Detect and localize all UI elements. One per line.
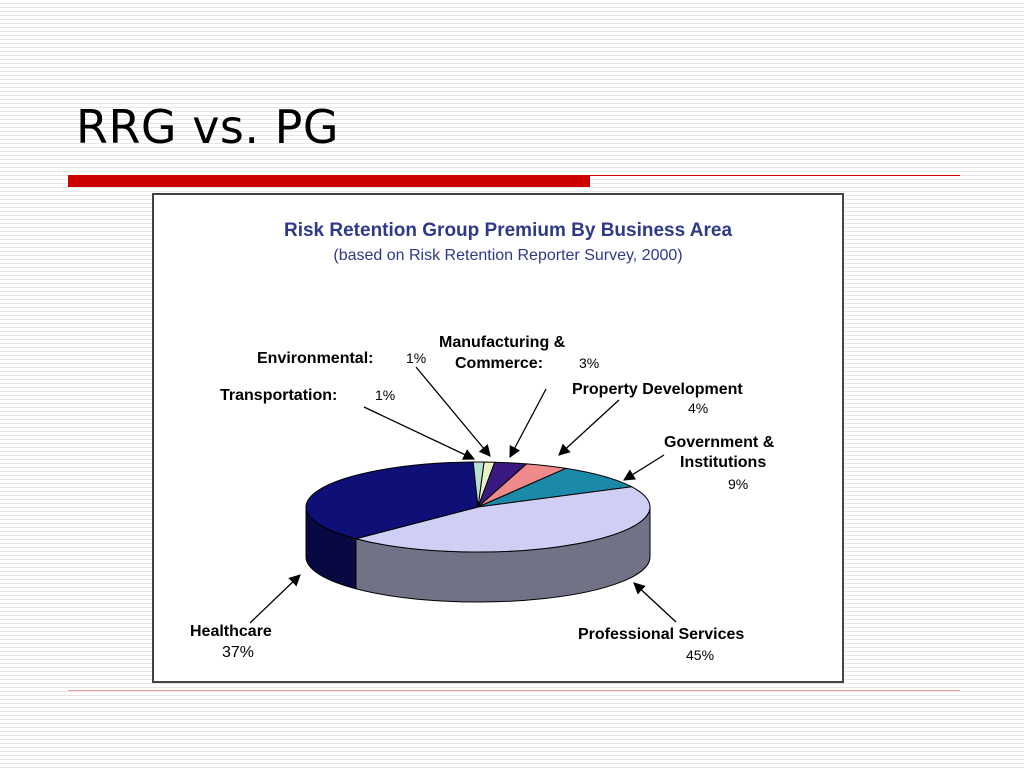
arrow-environmental	[415, 366, 491, 457]
label-environmental: Environmental:	[257, 350, 373, 367]
label-property-development: Property Development	[572, 381, 743, 398]
label-manufacturing-line1: Manufacturing &	[439, 334, 566, 351]
pie-slice-healthcare	[305, 461, 479, 540]
label-transportation: Transportation:	[220, 387, 337, 404]
arrow-professional-services	[633, 582, 677, 623]
arrow-transportation	[363, 406, 476, 460]
title-accent-line	[590, 175, 960, 176]
arrow-healthcare	[249, 574, 301, 624]
chart-subtitle: (based on Risk Retention Reporter Survey…	[333, 247, 682, 264]
arrow-property-development	[558, 399, 620, 456]
bottom-divider	[68, 690, 960, 691]
label-manufacturing-line2: Commerce:	[455, 355, 543, 372]
label-government: Government & Institutions	[664, 434, 779, 471]
pct-property-development: 4%	[688, 400, 708, 416]
pct-government: 9%	[728, 476, 748, 492]
pie-slice-professional-services	[353, 486, 651, 553]
pct-professional-services: 45%	[686, 647, 714, 663]
label-professional-services: Professional Services	[578, 626, 744, 643]
label-government-line2: Institutions	[680, 454, 766, 471]
label-government-line1: Government &	[664, 434, 775, 451]
title-accent-bar	[68, 175, 590, 187]
label-healthcare: Healthcare	[190, 623, 272, 640]
pct-transportation: 1%	[375, 387, 395, 403]
pie-slice-transportation	[472, 461, 485, 508]
pie-top	[305, 461, 651, 553]
pie-chart-frame: Risk Retention Group Premium By Business…	[152, 193, 844, 683]
pie-chart: Risk Retention Group Premium By Business…	[190, 220, 779, 663]
pct-environmental: 1%	[406, 350, 426, 366]
label-manufacturing: Manufacturing & Commerce:	[439, 334, 570, 372]
pie-slice-government-institutions	[477, 467, 634, 508]
pct-manufacturing: 3%	[579, 355, 599, 371]
arrow-manufacturing	[509, 388, 547, 459]
slide-title: RRG vs. PG	[76, 100, 340, 154]
chart-title: Risk Retention Group Premium By Business…	[284, 220, 732, 241]
pct-healthcare: 37%	[222, 644, 254, 661]
arrow-government	[623, 454, 665, 481]
